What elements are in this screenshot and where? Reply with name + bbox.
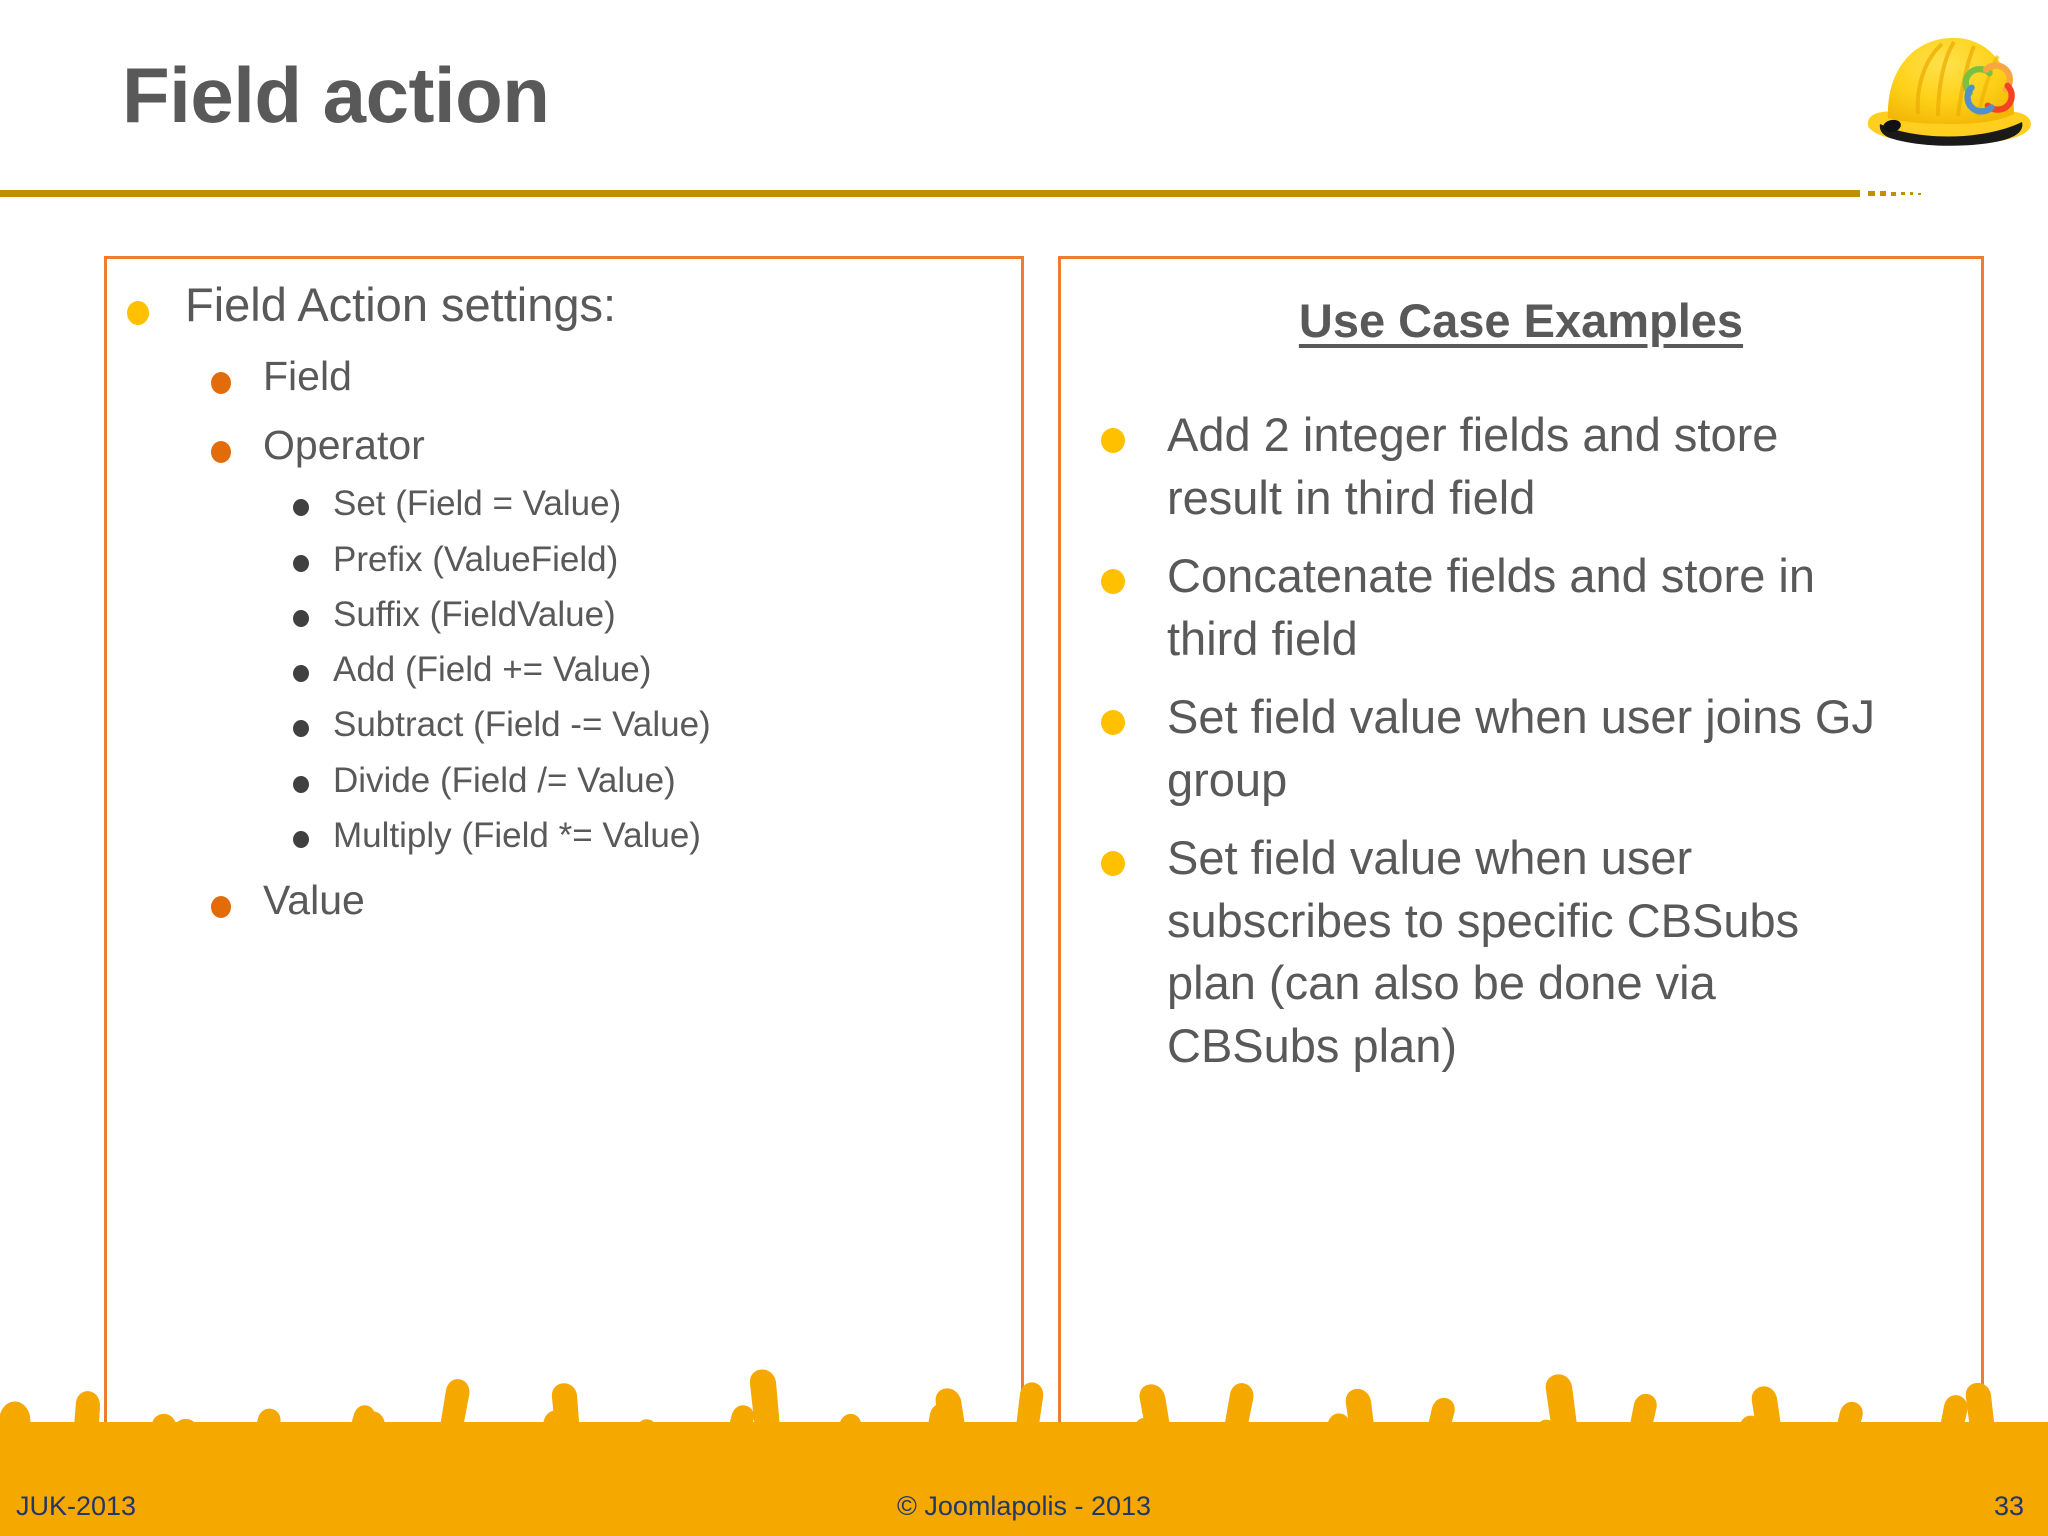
list-item-label: Prefix (ValueField) [333,539,619,579]
bullet-dot-icon [211,440,231,463]
footer-left-label: JUK-2013 [16,1491,137,1521]
title-divider-dot [1880,191,1886,196]
list-item: Field [211,352,1021,400]
list-item: Multiply (Field *= Value) [293,815,1021,856]
list-item-label: Suffix (FieldValue) [333,594,616,634]
list-item: Add 2 integer fields and store result in… [1101,404,1981,529]
use-case-examples-panel: Use Case Examples Add 2 integer fields a… [1058,256,1984,1428]
crowd-silhouette-banner: JUK-2013 © Joomlapolis - 2013 33 [0,1326,2048,1536]
bullet-dot-icon [1101,710,1125,735]
page-title: Field action [122,51,550,139]
list-item-label: Set field value when user subscribes to … [1167,831,1800,1072]
list-item-label: Divide (Field /= Value) [333,760,676,800]
use-case-list: Add 2 integer fields and store result in… [1061,404,1981,1077]
bullet-dot-icon [211,372,231,395]
list-item: Set field value when user subscribes to … [1101,827,1981,1077]
bullet-dot-icon [293,499,309,517]
bullet-dot-icon [1101,851,1125,876]
title-divider-line [0,190,1860,197]
list-item-label: Set (Field = Value) [333,484,622,524]
list-item: Set (Field = Value) [293,483,1021,524]
list-item-label: Multiply (Field *= Value) [333,815,701,855]
list-item: Divide (Field /= Value) [293,760,1021,801]
bullet-dot-icon [211,896,231,919]
title-divider-dot [1918,192,1921,195]
left-panel-heading: Field Action settings: [185,278,617,331]
list-item: Set field value when user joins GJ group [1101,686,1981,811]
title-divider [0,188,2048,200]
bullet-dot-icon [293,830,309,848]
title-divider-dot [1910,192,1913,195]
list-item: Subtract (Field -= Value) [293,704,1021,745]
list-item-label: Operator [263,421,425,468]
title-divider-dot [1868,191,1875,196]
list-item: Operator [211,421,1021,469]
field-action-settings-panel: Field Action settings: Field Operator Se… [104,256,1024,1428]
bullet-dot-icon [293,775,309,793]
title-divider-dot [1891,191,1896,196]
list-item-label: Set field value when user joins GJ group [1167,690,1875,806]
list-item: Add (Field += Value) [293,649,1021,690]
bullet-dot-icon [127,301,149,325]
right-panel-heading: Use Case Examples [1298,294,1744,347]
title-divider-dot [1901,192,1905,195]
bullet-dot-icon [293,609,309,627]
list-item: Field Action settings: [127,277,1021,332]
bullet-dot-icon [293,665,309,683]
footer-copyright: © Joomlapolis - 2013 [896,1491,1152,1521]
list-item-label: Value [263,877,365,924]
bullet-dot-icon [293,554,309,572]
list-item-label: Field [263,353,352,400]
joomla-hard-hat-icon [1858,14,2040,164]
list-item: Prefix (ValueField) [293,539,1021,580]
list-item: Suffix (FieldValue) [293,594,1021,635]
bullet-dot-icon [1101,428,1125,453]
bullet-dot-icon [293,720,309,738]
list-item-label: Subtract (Field -= Value) [333,705,711,745]
list-item-label: Concatenate fields and store in third fi… [1167,549,1815,665]
list-item: Value [211,876,1021,924]
bullet-dot-icon [1101,569,1125,594]
list-item-label: Add 2 integer fields and store result in… [1167,408,1779,524]
list-item-label: Add (Field += Value) [333,650,652,690]
slide-number: 33 [1993,1491,2024,1521]
list-item: Concatenate fields and store in third fi… [1101,545,1981,670]
